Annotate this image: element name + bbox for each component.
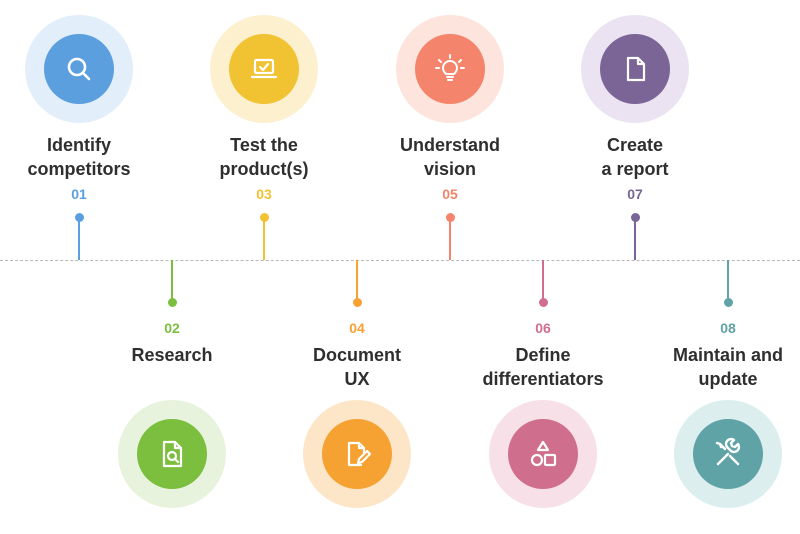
step-number: 02 [164, 320, 180, 336]
step-icon-halo [396, 15, 504, 123]
step-icon-halo [210, 15, 318, 123]
timeline-axis [0, 260, 800, 261]
step-icon-halo [118, 400, 226, 508]
step-connector [263, 218, 265, 260]
step-icon-halo [489, 400, 597, 508]
step-icon-halo [674, 400, 782, 508]
step-icon-halo [303, 400, 411, 508]
step-connector [727, 260, 729, 302]
step-marker-dot [723, 298, 733, 307]
step-label-line: update [698, 369, 758, 389]
step-label-line: Identify [46, 135, 111, 155]
step-number: 04 [349, 320, 365, 336]
step-label-line: competitors [27, 159, 131, 179]
step-label-line: a report [601, 159, 669, 179]
shapes-icon [526, 437, 560, 471]
tools-icon [711, 437, 745, 471]
step-label: Maintain and update [638, 343, 800, 391]
step-number: 07 [627, 186, 643, 202]
step-label-line: Maintain and [672, 345, 783, 365]
step-label-line: product(s) [219, 159, 309, 179]
step-marker-dot [538, 298, 548, 307]
step-number: 01 [71, 186, 87, 202]
step-label: Identify competitors [0, 133, 169, 181]
step-label: Research [82, 343, 262, 367]
step-label-line: Define [515, 345, 571, 365]
step-label: Understand vision [360, 133, 540, 181]
step-icon-disc [229, 34, 299, 104]
lightbulb-icon [433, 52, 467, 86]
step-connector [171, 260, 173, 302]
step-label-line: Document [312, 345, 401, 365]
step-label-line: vision [423, 159, 476, 179]
search-icon [62, 52, 96, 86]
step-connector [78, 218, 80, 260]
step-label-line: Understand [399, 135, 500, 155]
step-label: Create a report [545, 133, 725, 181]
step-connector [542, 260, 544, 302]
step-marker-dot [259, 213, 269, 222]
step-icon-disc [322, 419, 392, 489]
step-label-line: Research [131, 345, 213, 365]
step-icon-disc [600, 34, 670, 104]
step-number: 05 [442, 186, 458, 202]
step-icon-disc [415, 34, 485, 104]
document-edit-icon [340, 437, 374, 471]
step-label-line: Test the [230, 135, 298, 155]
step-marker-dot [445, 213, 455, 222]
step-label: Test the product(s) [174, 133, 354, 181]
step-connector [634, 218, 636, 260]
step-marker-dot [74, 213, 84, 222]
step-label-line: Create [606, 135, 664, 155]
step-marker-dot [630, 213, 640, 222]
step-connector [356, 260, 358, 302]
step-label: Define differentiators [453, 343, 633, 391]
step-icon-disc [44, 34, 114, 104]
step-icon-disc [693, 419, 763, 489]
step-label-line: UX [344, 369, 370, 389]
document-search-icon [155, 437, 189, 471]
step-number: 06 [535, 320, 551, 336]
step-marker-dot [352, 298, 362, 307]
step-number: 08 [720, 320, 736, 336]
step-connector [449, 218, 451, 260]
step-icon-halo [25, 15, 133, 123]
step-marker-dot [167, 298, 177, 307]
step-icon-halo [581, 15, 689, 123]
step-number: 03 [256, 186, 272, 202]
document-icon [618, 52, 652, 86]
laptop-check-icon [247, 52, 281, 86]
step-icon-disc [137, 419, 207, 489]
step-label-line: differentiators [482, 369, 604, 389]
step-icon-disc [508, 419, 578, 489]
